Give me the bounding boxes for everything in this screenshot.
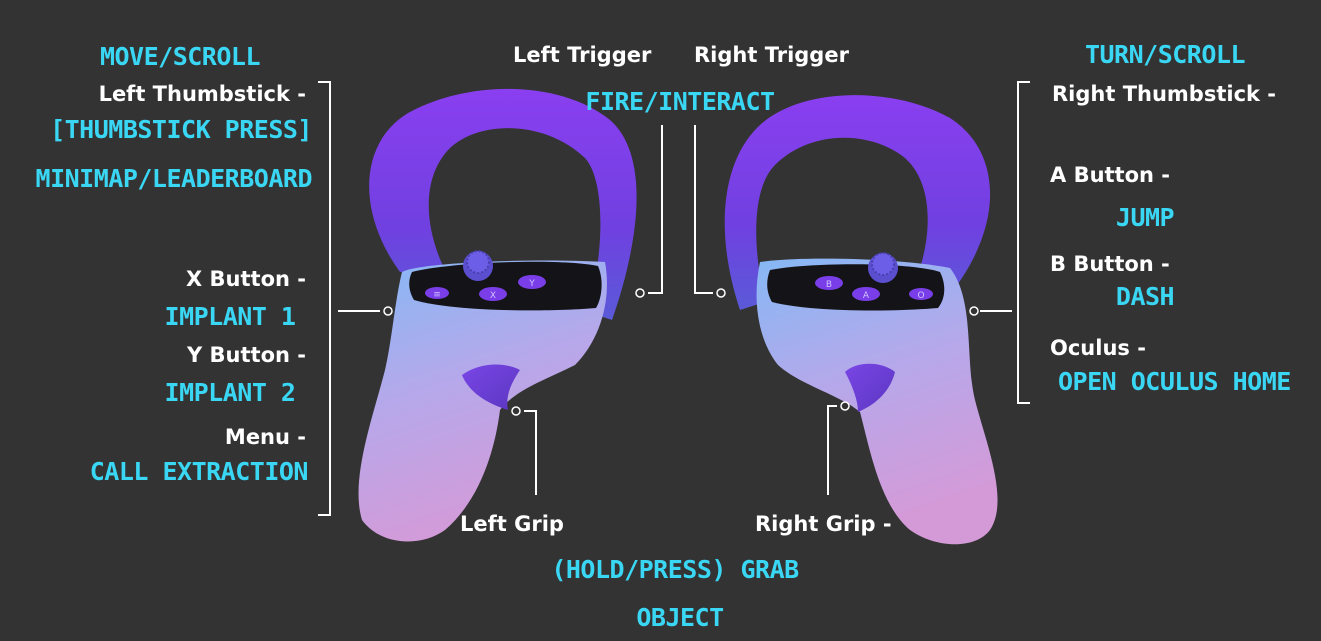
menu-button-icon [425,287,449,299]
left-thumbstick-cap-icon [466,250,490,274]
left-thumbstick-label: Left Thumbstick - [98,82,306,106]
menu-action: CALL EXTRACTION [89,457,309,486]
oculus-button-icon [909,288,933,300]
left-thumbstick-action: MOVE/SCROLL [99,42,261,71]
right-bracket-line [1017,81,1030,404]
a-button-label: A Button - [1050,163,1171,187]
right-thumbstick-label: Right Thumbstick - [1052,82,1277,106]
left-controller-face [409,261,602,311]
a-button-icon [852,287,880,301]
grips-action-line2: OBJECT [636,603,724,632]
y-button-icon [518,275,546,289]
menu-button-glyph: ≡ [433,290,441,300]
grips-action-line1: (HOLD/PRESS) GRAB [551,555,799,584]
x-button-action: IMPLANT 1 [164,302,296,331]
right-controller-body [756,258,998,545]
right-trigger-leader-dot [716,288,726,298]
left-grip-label: Left Grip [460,512,564,536]
x-button-icon [479,287,507,301]
left-trigger-leader-dot [635,288,645,298]
b-button-icon [815,276,843,290]
x-button-glyph: X [490,291,496,301]
right-tracking-ring [724,95,991,310]
x-button-label: X Button - [186,267,306,291]
y-button-action: IMPLANT 2 [164,378,296,407]
a-button-glyph: A [863,291,870,301]
oculus-action: OPEN OCULUS HOME [1058,367,1291,396]
right-trigger-label: Right Trigger [694,43,849,67]
left-grip-leader-dot [511,406,521,416]
oculus-label: Oculus - [1050,336,1146,360]
left-side-leader-dot [383,306,393,316]
right-grip-leader-dot [840,401,850,411]
right-thumbstick-action: TURN/SCROLL [1084,40,1246,69]
y-button-label: Y Button - [187,343,306,367]
left-bracket-line [318,81,331,516]
right-grip-button-icon [845,363,895,412]
right-grip-label: Right Grip - [755,512,892,536]
right-trigger-leader [694,125,713,294]
right-thumbstick-cap-icon [871,252,895,276]
left-controller-body [358,260,607,542]
left-grip-button-icon [462,364,520,410]
left-controller: ≡ X Y [358,88,637,542]
thumbstick-press-action-line2: MINIMAP/LEADERBOARD [35,164,313,193]
triggers-action: FIRE/INTERACT [585,87,775,116]
thumbstick-press-action-line1: [THUMBSTICK PRESS] [50,115,312,144]
left-trigger-label: Left Trigger [513,43,652,67]
y-button-glyph: Y [528,279,535,289]
right-controller: B A O [724,95,998,545]
right-controller-face [767,264,945,311]
right-grip-leader [827,405,837,495]
leader-lines [318,81,1030,516]
b-button-label: B Button - [1050,252,1170,276]
b-button-action: DASH [1115,282,1175,311]
left-tracking-ring [369,88,637,320]
left-trigger-leader [648,125,663,294]
menu-label: Menu - [224,425,306,449]
oculus-button-glyph: O [917,291,924,301]
b-button-glyph: B [826,280,832,290]
right-side-leader-dot [969,306,979,316]
a-button-action: JUMP [1115,203,1175,232]
left-grip-leader [524,410,537,495]
